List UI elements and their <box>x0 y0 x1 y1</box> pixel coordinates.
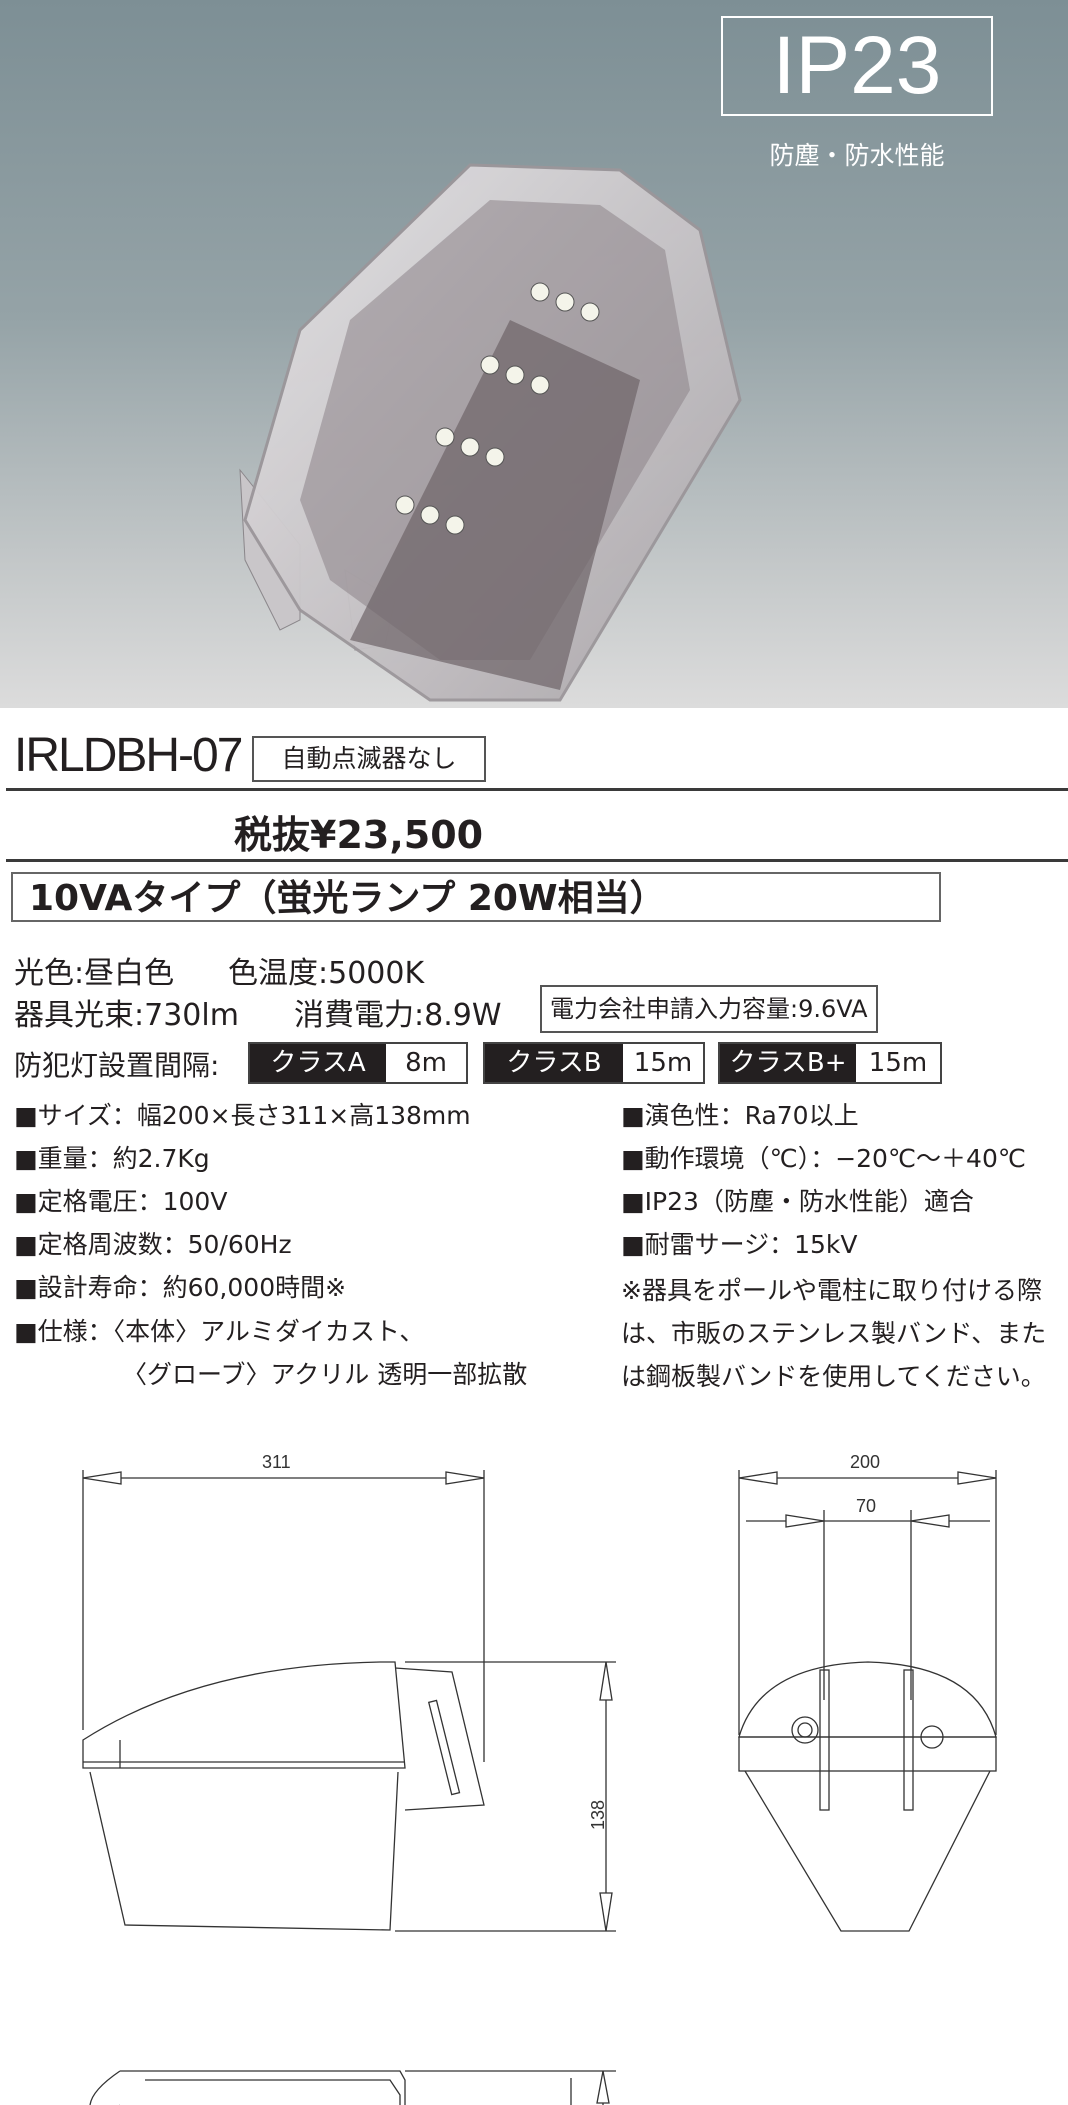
feature-badge: 自動点滅器なし <box>252 736 486 782</box>
divider <box>6 859 1068 862</box>
model-number: IRLDBH-07 <box>14 729 243 782</box>
lamp-illustration <box>239 163 742 702</box>
ip-rating-badge: IP23 <box>721 16 993 116</box>
class-value: 8m <box>386 1044 466 1082</box>
spec-voltage: ■定格電圧：100V <box>14 1187 228 1216</box>
spec-surge: ■耐雷サージ：15kV <box>621 1230 858 1259</box>
dim-length: 311 <box>262 1452 291 1472</box>
top-view <box>89 2070 616 2105</box>
product-photo <box>0 0 1068 708</box>
spec-material: ■仕様：〈本体〉アルミダイカスト、 <box>14 1317 425 1346</box>
class-bplus-badge: クラスB+ 15m <box>718 1042 942 1084</box>
color-temperature: 色温度:5000K <box>228 956 425 991</box>
luminous-flux: 器具光束:730lm <box>14 998 239 1033</box>
light-color: 光色:昼白色 <box>14 956 175 991</box>
class-value: 15m <box>623 1044 703 1082</box>
type-heading: 10VAタイプ（蛍光ランプ 20W相当） <box>11 872 941 922</box>
spec-operating-temp: ■動作環境（℃）：−20℃〜＋40℃ <box>621 1144 1026 1173</box>
dim-width-front: 200 <box>850 1452 880 1472</box>
mounting-note: ※器具をポールや電柱に取り付ける際は、市販のステンレス製バンド、または鋼板製バン… <box>621 1276 1047 1391</box>
spec-lifetime: ■設計寿命：約60,000時間※ <box>14 1273 347 1302</box>
class-name: クラスB <box>485 1044 623 1082</box>
power-consumption: 消費電力:8.9W <box>294 998 502 1033</box>
class-name: クラスA <box>250 1044 386 1082</box>
divider <box>6 788 1068 791</box>
ip-rating-caption: 防塵・防水性能 <box>769 141 945 170</box>
spec-weight: ■重量：約2.7Kg <box>14 1144 210 1173</box>
dimension-drawings: 311 138 200 70 <box>82 1452 997 2105</box>
side-view: 311 138 <box>82 1452 616 1932</box>
input-capacity: 電力会社申請入力容量:9.6VA <box>540 985 878 1033</box>
price: 税抜¥23,500 <box>234 813 484 857</box>
spacing-label: 防犯灯設置間隔: <box>14 1049 220 1082</box>
spec-size: ■サイズ：幅200×長さ311×高138mm <box>14 1101 471 1130</box>
spec-frequency: ■定格周波数：50/60Hz <box>14 1230 292 1259</box>
spec-cri: ■演色性：Ra70以上 <box>621 1101 859 1130</box>
class-a-badge: クラスA 8m <box>248 1042 468 1084</box>
spec-ip: ■IP23（防塵・防水性能）適合 <box>621 1187 974 1216</box>
front-view: 200 70 <box>738 1452 997 1932</box>
dim-bracket-front: 70 <box>856 1496 876 1516</box>
class-name: クラスB+ <box>720 1044 856 1082</box>
dim-height: 138 <box>588 1800 608 1830</box>
class-b-badge: クラスB 15m <box>483 1042 705 1084</box>
spec-material-globe: 〈グローブ〉アクリル 透明一部拡散 <box>122 1360 528 1389</box>
class-value: 15m <box>856 1044 940 1082</box>
